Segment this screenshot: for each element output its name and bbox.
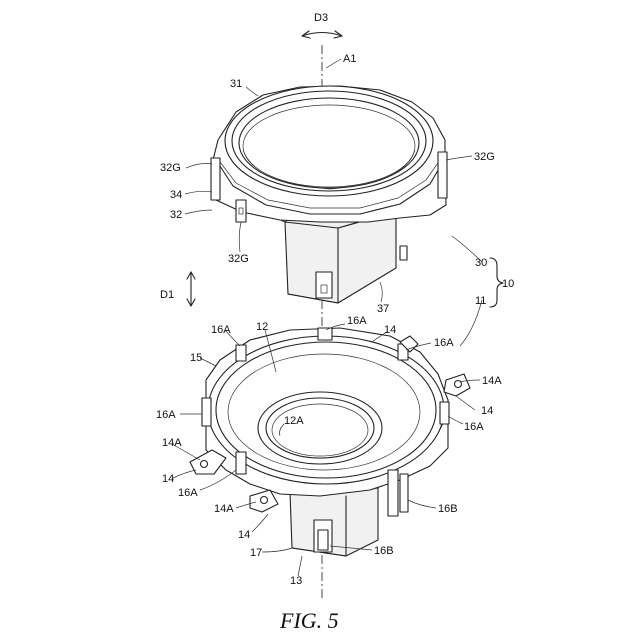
clip-16a-right-low — [440, 402, 449, 424]
label-10: 10 — [502, 278, 514, 290]
label-12a: 12A — [284, 415, 304, 427]
ear-14-bottom — [250, 490, 278, 512]
lower-member-11 — [190, 328, 470, 556]
clip-16a-top — [318, 328, 332, 340]
label-32g-left: 32G — [160, 162, 181, 174]
label-12: 12 — [256, 321, 268, 333]
label-14-bottom: 14 — [238, 529, 250, 541]
ear-14-right — [444, 374, 470, 396]
label-14a-left: 14A — [162, 437, 182, 449]
label-14-left: 14 — [162, 473, 174, 485]
label-d1: D1 — [160, 289, 174, 301]
clip-16a-top-left — [236, 345, 246, 361]
label-16b-bottom: 16B — [374, 545, 394, 557]
label-14a-bottom: 14A — [214, 503, 234, 515]
label-30: 30 — [475, 257, 487, 269]
label-34: 34 — [170, 189, 182, 201]
rotation-arrow-d3 — [302, 31, 342, 38]
clip-16a-left — [202, 398, 211, 426]
label-15: 15 — [190, 352, 202, 364]
grip-32g-bottom — [236, 200, 246, 222]
clip-16b-right-2 — [400, 474, 408, 512]
label-16a-top: 16A — [347, 315, 367, 327]
direction-arrow-d1 — [187, 272, 195, 306]
grip-32g-left — [211, 158, 220, 200]
clip-16b-right — [388, 470, 398, 516]
label-16a-left: 16A — [156, 409, 176, 421]
clip-16b-bottom — [318, 530, 328, 550]
label-31: 31 — [230, 78, 242, 90]
label-14-top: 14 — [384, 324, 396, 336]
side-clip-right — [400, 246, 407, 260]
label-16a-right: 16A — [434, 337, 454, 349]
label-32: 32 — [170, 209, 182, 221]
inner-opening-12a — [258, 392, 382, 464]
label-13: 13 — [290, 575, 302, 587]
label-32g-bottom: 32G — [228, 253, 249, 265]
upper-ring-31-outer — [225, 86, 433, 196]
lower-box-17 — [290, 488, 378, 556]
label-14-right: 14 — [481, 405, 493, 417]
clip-16a-lower-left — [236, 452, 246, 474]
label-37: 37 — [377, 303, 389, 315]
label-16a-lower-left: 16A — [178, 487, 198, 499]
upper-member-30 — [211, 86, 447, 303]
figure-caption: FIG. 5 — [279, 608, 339, 633]
label-14a-right: 14A — [482, 375, 502, 387]
label-11: 11 — [475, 295, 486, 307]
label-16a-top-left: 16A — [211, 324, 231, 336]
label-16b-right: 16B — [438, 503, 458, 515]
grip-32g-right — [438, 152, 447, 198]
label-d3: D3 — [314, 12, 328, 24]
label-17: 17 — [250, 547, 262, 559]
label-32g-right: 32G — [474, 151, 495, 163]
label-16a-right-low: 16A — [464, 421, 484, 433]
label-a1: A1 — [343, 53, 356, 65]
